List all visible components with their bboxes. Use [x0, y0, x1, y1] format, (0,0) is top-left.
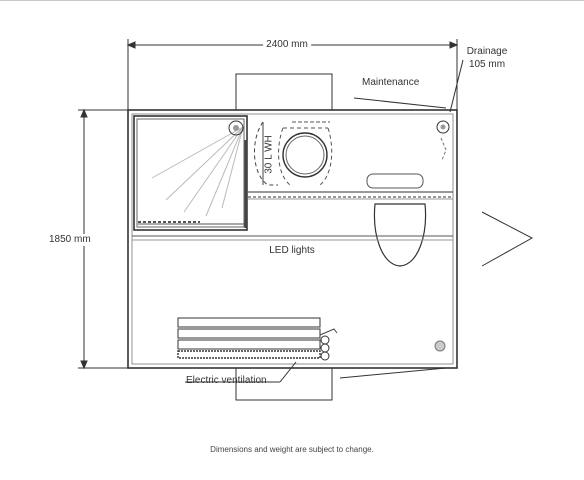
sink: [278, 121, 333, 186]
top-border: [0, 0, 584, 1]
floor-drain: [434, 340, 446, 352]
drain-point: [436, 120, 450, 134]
inner-wall: [131, 113, 454, 365]
bottom-service-box: [235, 367, 333, 401]
drainage-size-label: 105 mm: [468, 59, 506, 70]
bench-heater: [177, 317, 338, 361]
ventilation-leader: [279, 361, 297, 383]
led-lights-label: LED lights: [269, 245, 315, 256]
maintenance-bottom-leader: [339, 367, 447, 379]
width-label: 2400 mm: [263, 39, 311, 51]
drainage-leader: [449, 59, 464, 113]
ventilation-label: Electric ventilation: [186, 375, 267, 386]
toilet: [366, 173, 427, 267]
footer-note: Dimensions and weight are subject to cha…: [210, 445, 374, 454]
top-service-box: [235, 73, 333, 111]
water-heater-outline: [253, 121, 278, 186]
drainage-label: Drainage: [466, 46, 508, 57]
maintenance-label: Maintenance: [362, 77, 420, 88]
maintenance-leader: [353, 97, 447, 109]
shower-cabin: [133, 115, 248, 231]
height-label: 1850 mm: [46, 234, 94, 246]
entry-chevron: [481, 211, 534, 267]
water-heater-label: 30 L WH: [263, 135, 275, 174]
